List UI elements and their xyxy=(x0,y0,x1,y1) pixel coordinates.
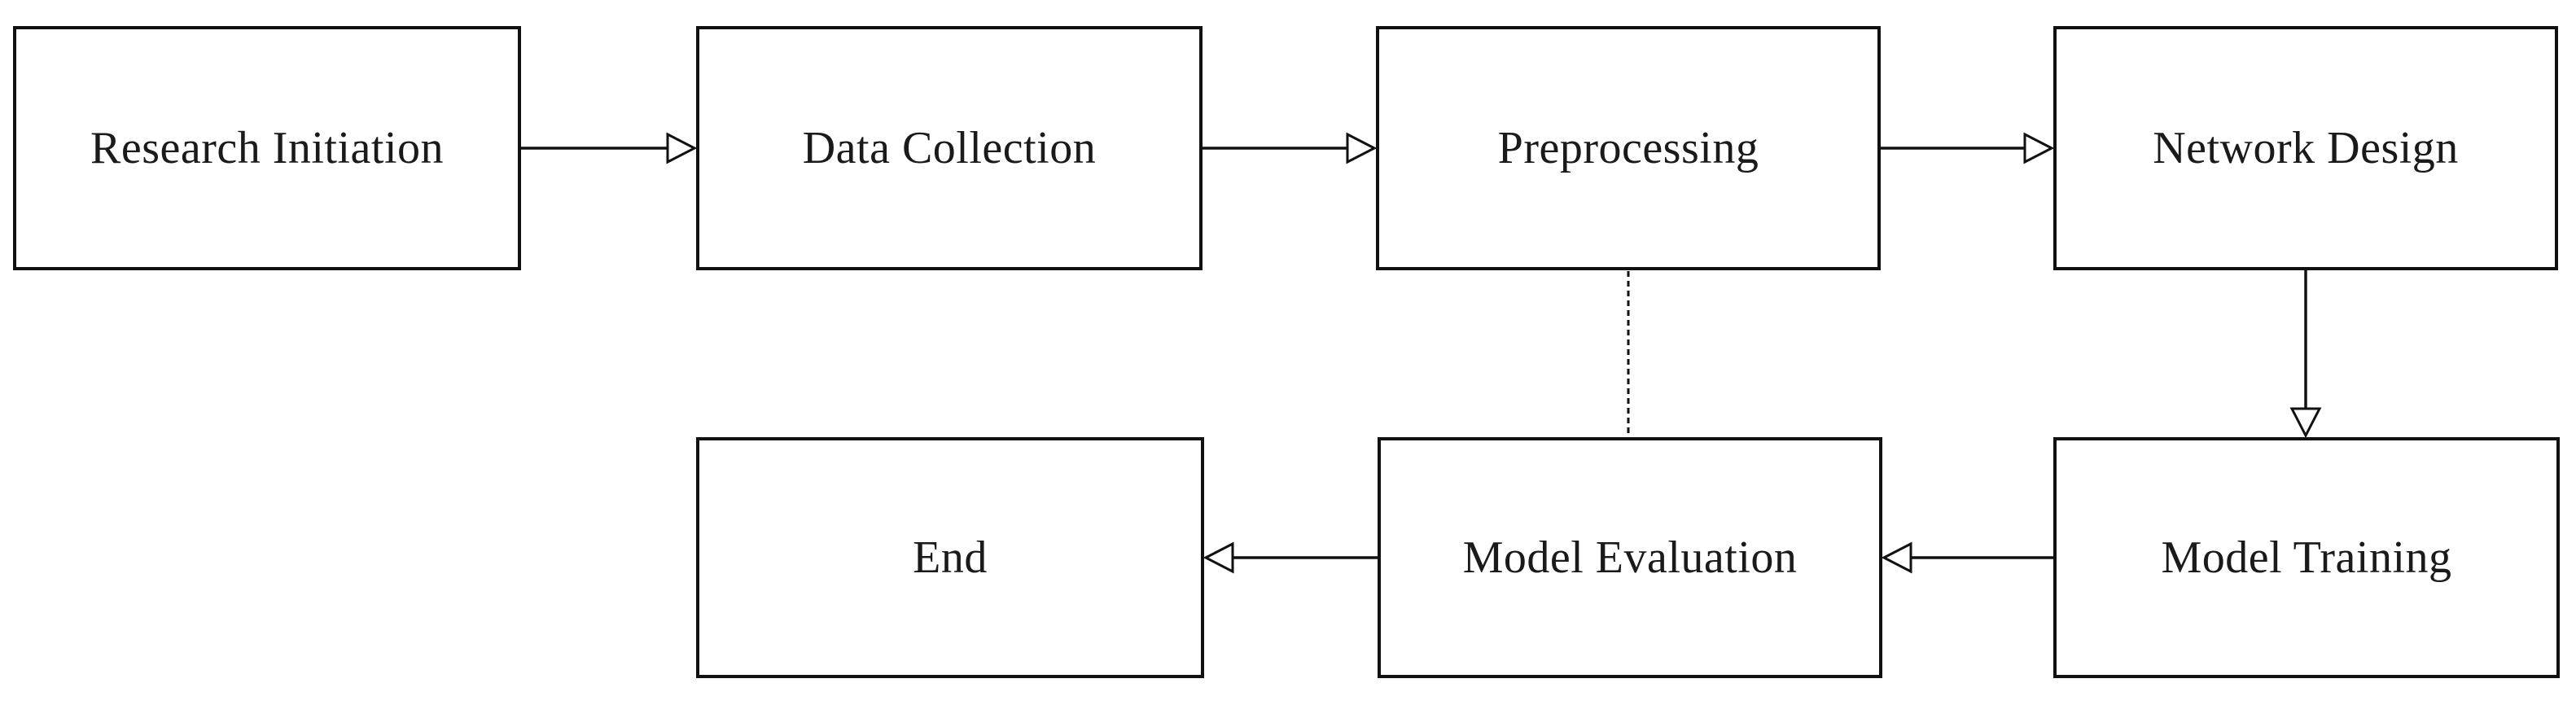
node-preprocessing: Preprocessing xyxy=(1376,26,1881,270)
node-label-preprocessing: Preprocessing xyxy=(1497,122,1759,173)
arrowhead-right-icon xyxy=(2023,132,2055,164)
arrowhead-right-icon xyxy=(1346,132,1378,164)
node-network-design: Network Design xyxy=(2053,26,2558,270)
node-label-model-evaluation: Model Evaluation xyxy=(1462,532,1798,583)
node-label-end: End xyxy=(913,532,988,583)
arrowhead-left-icon xyxy=(1203,541,1234,574)
node-model-evaluation: Model Evaluation xyxy=(1378,437,1882,678)
node-research-initiation: Research Initiation xyxy=(13,26,521,270)
arrowhead-right-icon xyxy=(666,132,698,164)
node-label-model-training: Model Training xyxy=(2161,532,2452,583)
node-end: End xyxy=(696,437,1204,678)
edge-model-evaluation-to-end xyxy=(1203,541,1378,574)
edge-research-initiation-to-data-collection xyxy=(521,132,698,164)
edge-preprocessing-to-network-design xyxy=(1881,132,2055,164)
node-data-collection: Data Collection xyxy=(696,26,1203,270)
edge-network-design-to-model-training xyxy=(2289,270,2322,439)
node-label-data-collection: Data Collection xyxy=(802,122,1097,173)
node-label-network-design: Network Design xyxy=(2153,122,2459,173)
edge-model-training-to-model-evaluation xyxy=(1881,541,2053,574)
arrowhead-down-icon xyxy=(2289,407,2322,439)
edge-data-collection-to-preprocessing xyxy=(1203,132,1378,164)
arrowhead-left-icon xyxy=(1881,541,1912,574)
node-label-research-initiation: Research Initiation xyxy=(90,122,444,173)
node-model-training: Model Training xyxy=(2053,437,2560,678)
